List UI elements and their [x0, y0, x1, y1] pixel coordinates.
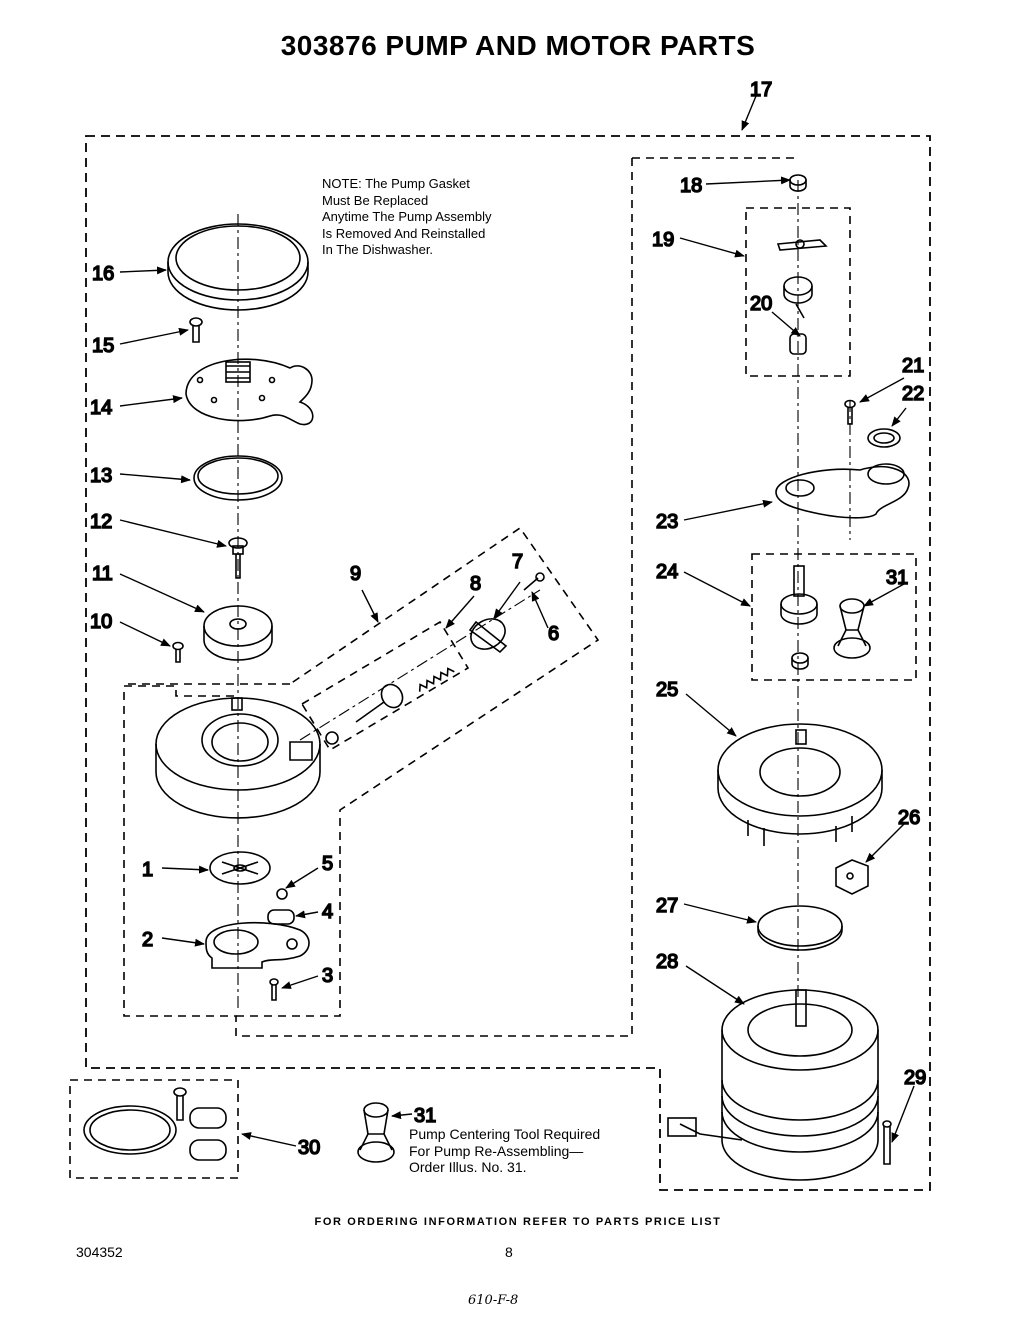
leader-arrows [119, 95, 915, 1147]
pump-cover-14 [185, 358, 314, 426]
screw-15 [189, 317, 203, 343]
callout-20: 20 [750, 293, 772, 315]
check-valve-5 [276, 888, 288, 900]
shaft-coupling-24 [780, 565, 818, 670]
spring-8 [418, 667, 455, 692]
callout-4: 4 [322, 901, 333, 923]
valve-body-7 [468, 618, 508, 654]
callout-10: 10 [90, 611, 112, 633]
screw-6 [523, 572, 545, 591]
document-number: 304352 [76, 1244, 123, 1260]
centering-tool-31-lower [357, 1102, 395, 1163]
connector-26 [835, 859, 869, 895]
assembly-outline-17 [85, 135, 931, 1191]
motor-mount-25 [717, 723, 883, 846]
callout-13: 13 [90, 465, 112, 487]
callout-16: 16 [92, 263, 114, 285]
impeller-11 [203, 605, 273, 661]
valve-assembly-outline-9 [300, 620, 470, 752]
disc-27 [757, 905, 843, 951]
callout-24: 24 [656, 561, 678, 583]
centering-tool-note: Pump Centering Tool Required For Pump Re… [409, 1126, 601, 1175]
centering-tool-31 [833, 598, 871, 659]
callout-18: 18 [680, 175, 702, 197]
callout-3: 3 [322, 965, 333, 987]
pump-gasket-note: NOTE: The Pump Gasket Must Be Replaced A… [322, 176, 492, 257]
callout-22: 22 [902, 383, 924, 405]
callout-14: 14 [90, 397, 112, 419]
handwritten-mark: 610-F-8 [468, 1293, 519, 1308]
callout-9: 9 [350, 563, 361, 585]
page-title: 303876 PUMP AND MOTOR PARTS [280, 30, 756, 61]
screw-29 [882, 1120, 892, 1165]
callout-12: 12 [90, 511, 112, 533]
kit-30-parts [83, 1087, 227, 1161]
plunger [325, 683, 404, 745]
callout-27: 27 [656, 895, 678, 917]
motor-28 [667, 989, 879, 1181]
motor-assembly-outline [123, 157, 798, 1037]
pump-gasket-16 [167, 223, 309, 311]
callout-7: 7 [512, 551, 523, 573]
o-ring-13 [193, 455, 283, 501]
callout-8: 8 [470, 573, 481, 595]
screw-10 [172, 641, 184, 663]
callout-26: 26 [898, 807, 920, 829]
callout-19: 19 [652, 229, 674, 251]
callout-6: 6 [548, 623, 559, 645]
callout-15: 15 [92, 335, 114, 357]
mounting-plate-23 [775, 463, 910, 519]
callout-2: 2 [142, 929, 153, 951]
callout-23: 23 [656, 511, 678, 533]
callout-30: 30 [298, 1137, 320, 1159]
bracket-19 [776, 239, 828, 251]
callout-25: 25 [656, 679, 678, 701]
callout-1: 1 [142, 859, 153, 881]
page-number: 8 [505, 1244, 513, 1260]
pump-housing [155, 697, 321, 819]
callout-21: 21 [902, 355, 924, 377]
pump-housing-outline [124, 526, 600, 1017]
callout-28: 28 [656, 951, 678, 973]
callout-5: 5 [322, 853, 333, 875]
kit-outline-30 [69, 1079, 239, 1179]
ordering-footer: FOR ORDERING INFORMATION REFER TO PARTS … [314, 1216, 722, 1228]
screw-21 [844, 399, 856, 425]
bolt-12 [228, 537, 248, 579]
callout-11: 11 [92, 563, 113, 585]
screw-3 [269, 978, 279, 1001]
callout-31-lower: 31 [414, 1105, 436, 1127]
seal-4 [267, 909, 295, 925]
grommet-22 [867, 428, 901, 448]
filter-screen-1 [209, 851, 271, 885]
kit-outline-24 [751, 553, 917, 681]
lower-housing-2 [205, 921, 310, 969]
callout-29: 29 [904, 1067, 926, 1089]
callout-17: 17 [750, 79, 772, 101]
callout-31: 31 [886, 567, 908, 589]
